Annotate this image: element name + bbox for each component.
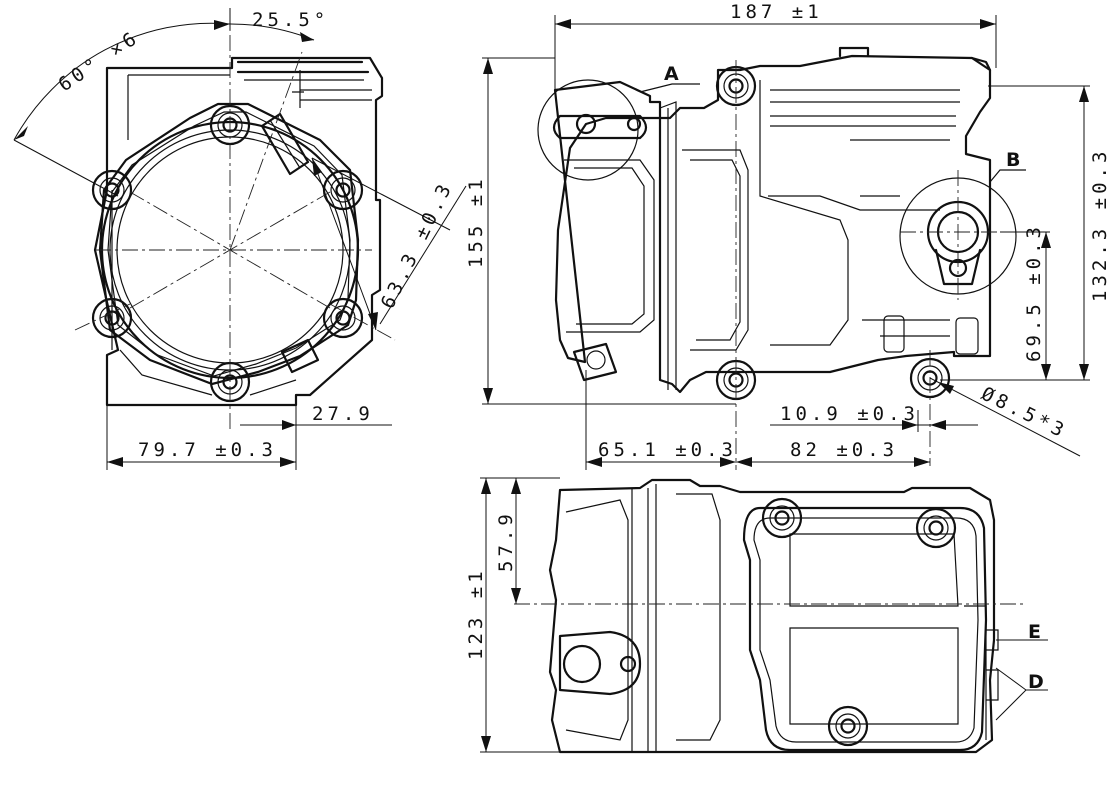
- dim-angle-pattern: 60° ×6: [54, 26, 143, 96]
- label-d: D: [1028, 671, 1044, 693]
- dim-width-10: 10.9 ±0.3: [780, 403, 919, 425]
- dim-width-65: 65.1 ±0.3: [598, 439, 737, 461]
- dim-width-79: 79.7 ±0.3: [138, 439, 277, 461]
- side-view: [482, 15, 1090, 470]
- dim-dia-holes: Ø8.5*3: [978, 383, 1071, 443]
- dim-height-155: 155 ±1: [465, 175, 487, 268]
- end-view: [13, 8, 467, 470]
- label-a: A: [664, 63, 679, 85]
- dim-height-132: 132.3 ±0.3: [1089, 148, 1111, 302]
- dim-angle-offset: 25.5°: [252, 9, 329, 31]
- dim-width-82: 82 ±0.3: [790, 439, 898, 461]
- dim-height-69: 69.5 ±0.3: [1023, 223, 1045, 362]
- top-view: [480, 477, 1048, 754]
- dim-length-187: 187 ±1: [730, 1, 823, 23]
- dim-height-57: 57.9: [495, 510, 517, 572]
- label-b: B: [1006, 149, 1020, 171]
- dim-height-123: 123 ±1: [465, 567, 487, 660]
- label-e: E: [1028, 621, 1041, 643]
- dim-offset-27: 27.9: [312, 403, 374, 425]
